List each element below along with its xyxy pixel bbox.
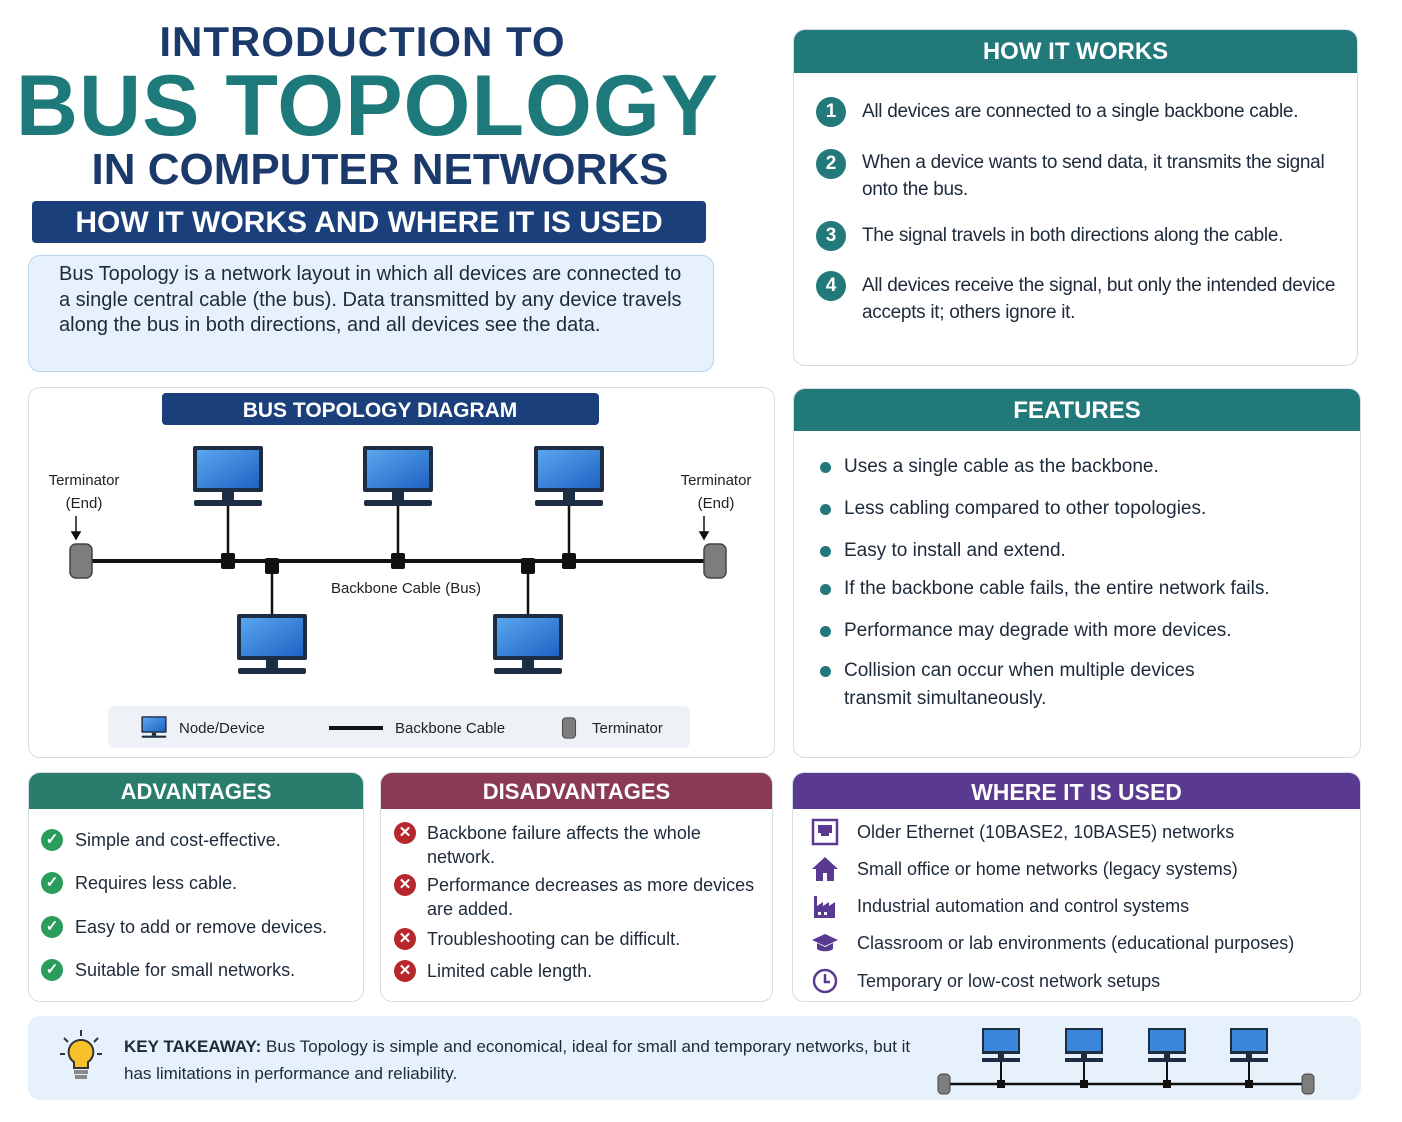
step-number: 2 xyxy=(816,149,846,179)
graduation-cap-icon xyxy=(812,934,838,952)
terminator-label: (End) xyxy=(698,495,735,512)
legend-node-label: Node/Device xyxy=(179,720,265,737)
advantage-item: Suitable for small networks. xyxy=(75,960,296,980)
advantage-item: Easy to add or remove devices. xyxy=(75,917,328,937)
check-icon: ✓ xyxy=(41,872,63,894)
advantage-item: Requires less cable. xyxy=(75,873,238,893)
arrow-icon xyxy=(70,516,710,541)
key-takeaway: KEY TAKEAWAY: Bus Topology is simple and… xyxy=(28,1016,1361,1100)
clock-icon xyxy=(812,968,838,994)
usage-item: Older Ethernet (10BASE2, 10BASE5) networ… xyxy=(857,822,1235,842)
bullet-icon xyxy=(820,584,831,595)
terminator-label: Terminator xyxy=(681,472,752,489)
how-it-works-title: HOW IT WORKS xyxy=(794,30,1357,73)
mini-bus-diagram xyxy=(937,1028,1315,1095)
disadvantages-panel: DISADVANTAGES ✕ Backbone failure affects … xyxy=(380,772,773,1002)
advantage-item: Simple and cost-effective. xyxy=(75,830,281,850)
factory-icon xyxy=(814,896,835,918)
features-title: FEATURES xyxy=(794,389,1360,431)
features-panel: FEATURES Uses a single cable as the back… xyxy=(793,388,1361,758)
takeaway-text: KEY TAKEAWAY: Bus Topology is simple and… xyxy=(124,1033,914,1087)
backbone-label: Backbone Cable (Bus) xyxy=(331,580,481,597)
check-icon: ✓ xyxy=(41,829,63,851)
usage-item: Classroom or lab environments (education… xyxy=(857,933,1295,953)
how-it-works-panel: HOW IT WORKS 1 All devices are connected… xyxy=(793,29,1358,366)
terminator-label: (End) xyxy=(66,495,103,512)
feature-item: Collision can occur when multiple device… xyxy=(844,660,1195,709)
usage-item: Small office or home networks (legacy sy… xyxy=(857,859,1238,879)
usage-item: Industrial automation and control system… xyxy=(857,896,1190,916)
bus-diagram: BUS TOPOLOGY DIAGRAM Terminator (End) Te… xyxy=(49,393,752,748)
step-text: When a device wants to send data, it tra… xyxy=(862,152,1325,200)
step-text: All devices receive the signal, but only… xyxy=(862,275,1336,323)
advantages-title: ADVANTAGES xyxy=(29,773,363,809)
where-used-panel: WHERE IT IS USED Older Ethernet (10BASE2… xyxy=(792,772,1361,1002)
computer-node xyxy=(534,446,604,506)
feature-item: If the backbone cable fails, the entire … xyxy=(844,578,1270,599)
title-line-3: IN COMPUTER NETWORKS xyxy=(91,145,669,194)
computer-node xyxy=(1065,1028,1103,1062)
diagram-title: BUS TOPOLOGY DIAGRAM xyxy=(243,399,518,422)
legend xyxy=(108,706,690,748)
takeaway-body: Bus Topology is simple and economical, i… xyxy=(124,1037,911,1083)
taps xyxy=(221,553,576,574)
ethernet-port-icon xyxy=(811,818,839,846)
diagram-title-bg xyxy=(162,393,599,425)
usage-item: Temporary or low-cost network setups xyxy=(857,971,1161,991)
x-icon: ✕ xyxy=(394,874,416,896)
x-icon: ✕ xyxy=(394,928,416,950)
computer-node xyxy=(1230,1028,1268,1062)
x-icon: ✕ xyxy=(394,822,416,844)
check-icon: ✓ xyxy=(41,959,63,981)
diagram-panel: BUS TOPOLOGY DIAGRAM Terminator (End) Te… xyxy=(28,387,775,758)
feature-item: Less cabling compared to other topologie… xyxy=(844,498,1207,519)
lightbulb-icon xyxy=(60,1030,102,1079)
step-text: All devices are connected to a single ba… xyxy=(862,101,1299,122)
step-text: The signal travels in both directions al… xyxy=(862,225,1284,246)
intro-text: Bus Topology is a network layout in whic… xyxy=(28,255,714,372)
computer-node xyxy=(982,1028,1020,1062)
computer-node xyxy=(237,614,307,674)
disadvantage-item: Backbone failure affects the whole netwo… xyxy=(427,823,701,867)
home-icon xyxy=(812,857,838,881)
subtitle-banner: HOW IT WORKS AND WHERE IT IS USED xyxy=(32,201,706,243)
bullet-icon xyxy=(820,666,831,677)
disadvantage-item: Limited cable length. xyxy=(427,961,593,981)
takeaway-label: KEY TAKEAWAY: xyxy=(124,1037,262,1056)
computer-node xyxy=(193,446,263,506)
advantages-panel: ADVANTAGES ✓ Simple and cost-effective. ✓… xyxy=(28,772,364,1002)
terminator-left xyxy=(937,1073,951,1095)
disadvantage-item: Performance decreases as more devices ar… xyxy=(427,875,755,919)
x-icon: ✕ xyxy=(394,960,416,982)
step-number: 4 xyxy=(816,271,846,301)
legend-terminator-label: Terminator xyxy=(592,720,663,737)
terminator-label: Terminator xyxy=(49,472,120,489)
step-number: 3 xyxy=(816,221,846,251)
feature-item: Performance may degrade with more device… xyxy=(844,620,1232,641)
where-used-title: WHERE IT IS USED xyxy=(793,773,1360,809)
step-number: 1 xyxy=(816,97,846,127)
terminator-right xyxy=(1301,1073,1315,1095)
terminator-left xyxy=(69,543,93,579)
feature-item: Uses a single cable as the backbone. xyxy=(844,456,1159,477)
computer-node xyxy=(1148,1028,1186,1062)
bullet-icon xyxy=(820,626,831,637)
computer-node xyxy=(493,614,563,674)
check-icon: ✓ xyxy=(41,916,63,938)
main-title: BUS TOPOLOGY xyxy=(15,58,720,154)
disadvantage-item: Troubleshooting can be difficult. xyxy=(427,929,681,949)
terminator-legend-icon xyxy=(561,717,577,739)
feature-item: Easy to install and extend. xyxy=(844,540,1066,561)
title-line-1: INTRODUCTION TO xyxy=(159,18,566,65)
legend-cable-label: Backbone Cable xyxy=(395,720,505,737)
bullet-icon xyxy=(820,462,831,473)
computer-node xyxy=(363,446,433,506)
disadvantages-title: DISADVANTAGES xyxy=(381,773,772,809)
bullet-icon xyxy=(820,504,831,515)
terminator-right xyxy=(703,543,727,579)
bullet-icon xyxy=(820,546,831,557)
